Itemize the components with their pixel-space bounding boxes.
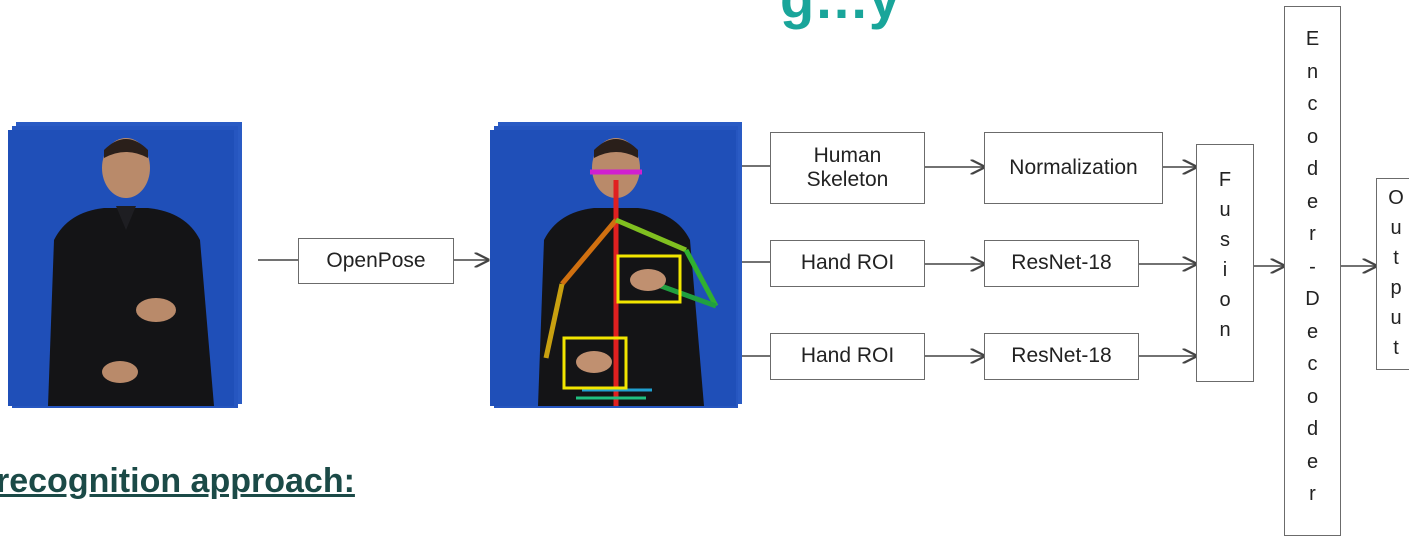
- fusion-letter: s: [1197, 225, 1253, 255]
- encoder-decoder-letter: c: [1285, 88, 1340, 121]
- hand-roi-box-2: Hand ROI: [770, 333, 925, 380]
- resnet-box-2: ResNet-18: [984, 333, 1139, 380]
- encoder-decoder-letter: e: [1285, 446, 1340, 479]
- resnet-label-1: ResNet-18: [1011, 251, 1111, 275]
- fusion-letter: i: [1197, 255, 1253, 285]
- fusion-box: F u s i o n: [1196, 144, 1254, 382]
- encoder-decoder-letter: E: [1285, 23, 1340, 56]
- normalization-label: Normalization: [1009, 156, 1137, 180]
- human-skeleton-box: Human Skeleton: [770, 132, 925, 204]
- resnet-box-1: ResNet-18: [984, 240, 1139, 287]
- openpose-label: OpenPose: [326, 249, 425, 273]
- hand-roi-label-2: Hand ROI: [801, 344, 894, 368]
- output-letter: O: [1377, 183, 1409, 213]
- output-letter: u: [1377, 303, 1409, 333]
- encoder-decoder-box: E n c o d e r - D e c o d e r: [1284, 6, 1341, 536]
- resnet-label-2: ResNet-18: [1011, 344, 1111, 368]
- openpose-box: OpenPose: [298, 238, 454, 284]
- output-letter: u: [1377, 213, 1409, 243]
- encoder-decoder-letter: o: [1285, 381, 1340, 414]
- human-skeleton-label-line1: Human: [814, 144, 882, 168]
- encoder-decoder-letter: -: [1285, 251, 1340, 284]
- encoder-decoder-letter: o: [1285, 121, 1340, 154]
- fusion-letter: u: [1197, 195, 1253, 225]
- normalization-box: Normalization: [984, 132, 1163, 204]
- encoder-decoder-letter: e: [1285, 316, 1340, 349]
- output-box: O u t p u t: [1376, 178, 1409, 370]
- hand-roi-box-1: Hand ROI: [770, 240, 925, 287]
- encoder-decoder-letter: r: [1285, 218, 1340, 251]
- output-letter: t: [1377, 333, 1409, 363]
- encoder-decoder-letter: c: [1285, 348, 1340, 381]
- encoder-decoder-letter: d: [1285, 413, 1340, 446]
- fusion-letter: n: [1197, 315, 1253, 345]
- encoder-decoder-letter: D: [1285, 283, 1340, 316]
- fusion-letter: F: [1197, 165, 1253, 195]
- fusion-letter: o: [1197, 285, 1253, 315]
- encoder-decoder-letter: d: [1285, 153, 1340, 186]
- encoder-decoder-letter: n: [1285, 56, 1340, 89]
- encoder-decoder-letter: r: [1285, 478, 1340, 511]
- encoder-decoder-letter: e: [1285, 186, 1340, 219]
- human-skeleton-label-line2: Skeleton: [807, 168, 889, 192]
- output-letter: p: [1377, 273, 1409, 303]
- hand-roi-label-1: Hand ROI: [801, 251, 894, 275]
- output-letter: t: [1377, 243, 1409, 273]
